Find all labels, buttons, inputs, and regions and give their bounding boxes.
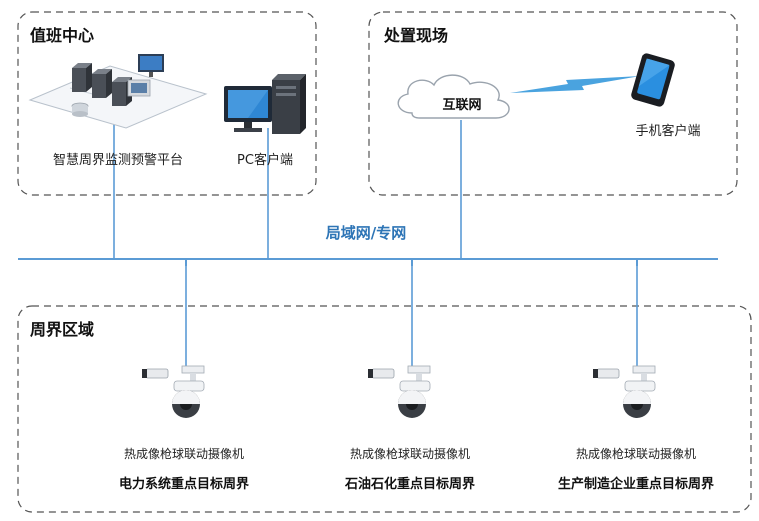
duty-center-title: 值班中心 [30, 26, 95, 45]
pc-icon [224, 74, 306, 134]
camera-site-label: 石油石化重点目标周界 [344, 477, 476, 492]
perimeter-box [17, 305, 752, 513]
cloud-icon [397, 74, 510, 119]
field-box [368, 11, 738, 196]
lightning-link-icon [510, 76, 640, 93]
network-label: 局域网/专网 [325, 224, 407, 242]
server-cluster-icon [28, 54, 208, 129]
camera-device-label: 热成像枪球联动摄像机 [349, 447, 471, 461]
internet-label: 互联网 [442, 98, 482, 113]
camera-site-label: 生产制造企业重点目标周界 [557, 477, 715, 492]
phone-client-label: 手机客户端 [635, 124, 701, 139]
camera-site-label: 电力系统重点目标周界 [118, 477, 250, 492]
thermal-ptz-camera-icon [368, 365, 431, 418]
camera-device-label: 热成像枪球联动摄像机 [123, 447, 245, 461]
perimeter-title: 周界区域 [30, 320, 95, 339]
smartphone-icon [631, 53, 675, 107]
duty-center-box [17, 11, 317, 196]
camera-device-label: 热成像枪球联动摄像机 [575, 447, 697, 461]
thermal-ptz-camera-icon [593, 365, 656, 418]
field-title: 处置现场 [384, 26, 449, 45]
thermal-ptz-camera-icon [142, 365, 205, 418]
platform-label: 智慧周界监测预警平台 [52, 153, 184, 168]
pc-client-label: PC客户端 [237, 153, 293, 168]
